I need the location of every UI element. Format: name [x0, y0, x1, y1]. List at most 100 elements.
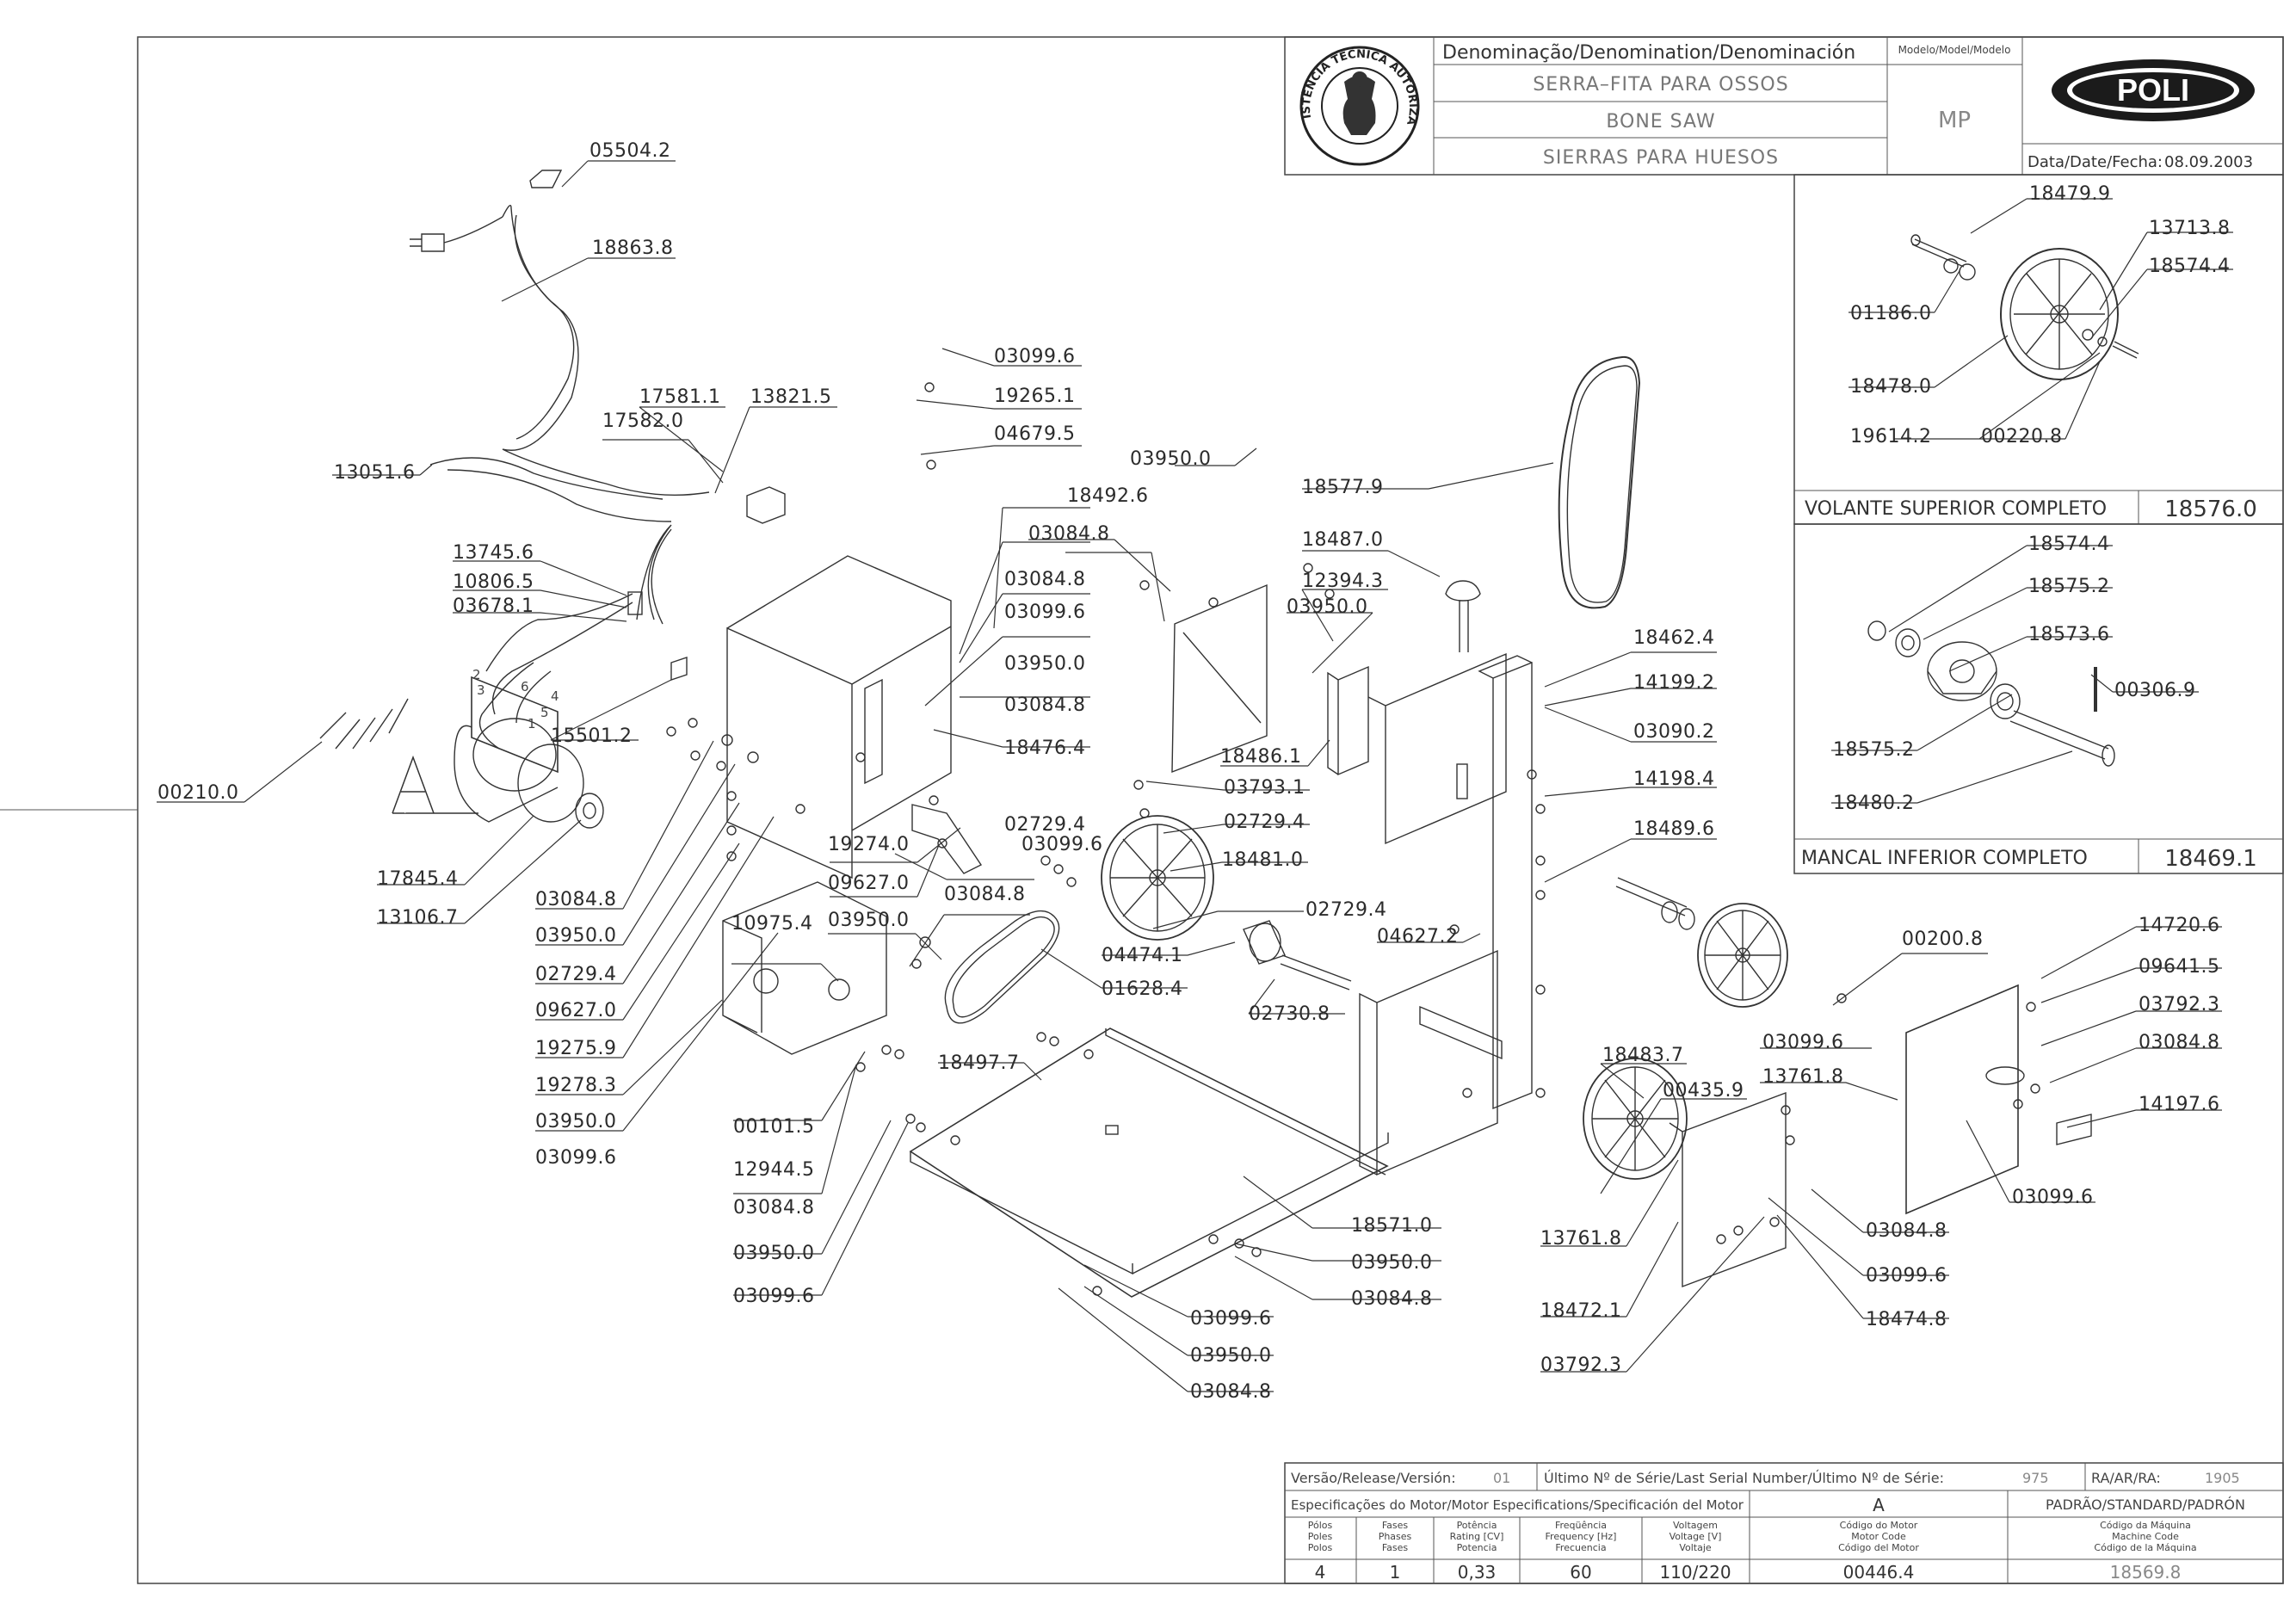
part-label: 19265.1: [994, 386, 1075, 407]
part-label: 03084.8: [944, 884, 1025, 905]
part-label: 18573.6: [2028, 624, 2109, 645]
part-label: 03084.8: [1004, 694, 1085, 716]
part-label: 03950.0: [828, 910, 909, 931]
part-label: 05504.2: [589, 140, 670, 162]
part-label: 00210.0: [157, 782, 238, 804]
part-label: 17582.0: [602, 410, 683, 432]
part-label: 03084.8: [1190, 1381, 1271, 1403]
part-label: 04679.5: [994, 423, 1075, 445]
col-voltage-h2: Voltage [V]: [1670, 1531, 1722, 1542]
motor-marker: A: [404, 812, 406, 814]
part-label: 13051.6: [334, 462, 415, 484]
part-label: 03950.0: [535, 1111, 616, 1132]
parts-drawing: [319, 170, 2092, 1298]
part-label: 13745.6: [453, 542, 534, 564]
part-label: 18863.8: [592, 238, 673, 259]
inset-title-lower: MANCAL INFERIOR COMPLETO: [1801, 848, 2088, 869]
name-en: BONE SAW: [1606, 111, 1715, 133]
part-label: 19278.3: [535, 1075, 616, 1096]
part-label: 14197.6: [2139, 1094, 2219, 1115]
part-label: 01628.4: [1102, 978, 1182, 1000]
col-machine-code-h3: Código de la Máquina: [2094, 1542, 2196, 1553]
motor-spec-label: Especificações do Motor/Motor Especifica…: [1291, 1497, 1744, 1513]
col-motor-code-h2: Motor Code: [1851, 1531, 1906, 1542]
plug-icon: [410, 216, 503, 252]
part-label: 09627.0: [535, 1000, 616, 1021]
col-rating-value: 0,33: [1458, 1562, 1497, 1583]
part-label: 13821.5: [750, 386, 831, 408]
motor: [454, 676, 604, 829]
saw-blade: [1558, 355, 1641, 609]
part-label: 18479.9: [2029, 183, 2110, 205]
part-label: 18497.7: [938, 1052, 1019, 1074]
version-label: Versão/Release/Versión:: [1291, 1470, 1456, 1486]
part-label: 03950.0: [1351, 1252, 1432, 1274]
ra-value: 1905: [2205, 1470, 2240, 1486]
part-label: 19274.0: [828, 834, 909, 855]
motor-spec-columns: Pólos Poles Polos 4 Fases Phases Fases 1…: [1308, 1520, 2197, 1583]
part-label: 02729.4: [535, 964, 616, 985]
col-rating-h3: Potencia: [1457, 1542, 1497, 1553]
part-label: 02729.4: [1004, 814, 1085, 836]
part-label: 03090.2: [1633, 721, 1714, 743]
part-label: 03099.6: [1190, 1308, 1271, 1330]
model-label: Modelo/Model/Modelo: [1898, 44, 2011, 56]
wire-number-6: 6: [521, 679, 529, 694]
part-label: 03792.3: [1540, 1355, 1621, 1376]
part-label: 03084.8: [1004, 569, 1085, 590]
part-label: 18476.4: [1004, 737, 1085, 759]
part-label: 19614.2: [1850, 426, 1931, 447]
name-pt: SERRA–FITA PARA OSSOS: [1533, 74, 1788, 96]
part-label: 02729.4: [1224, 812, 1305, 833]
inset-upper-wheel: VOLANTE SUPERIOR COMPLETO 18576.0: [1793, 174, 2284, 525]
inset-code-lower: 18469.1: [2164, 846, 2257, 872]
col-rating-h1: Potência: [1457, 1520, 1497, 1531]
service-stamp: ASSISTÊNCIA TÉCNICA AUTORIZADA: [0, 0, 1420, 166]
part-label: 18483.7: [1602, 1045, 1683, 1066]
col-machine-code-h1: Código da Máquina: [2100, 1520, 2191, 1531]
part-label: 00435.9: [1663, 1080, 1744, 1102]
part-label: 18577.9: [1302, 477, 1383, 498]
part-number-labels: 05504.2 18863.8 13051.6 17581.1 17582.0 …: [157, 140, 2230, 1403]
part-label: 18571.0: [1351, 1215, 1432, 1237]
part-label: 18474.8: [1866, 1309, 1947, 1330]
part-label: 13713.8: [2149, 218, 2230, 239]
serial-label: Último Nº de Série/Last Serial Number/Úl…: [1544, 1470, 1944, 1486]
inset-title-upper: VOLANTE SUPERIOR COMPLETO: [1805, 498, 2107, 520]
part-label: 03099.6: [1004, 602, 1085, 623]
part-label: 03099.6: [733, 1286, 814, 1307]
col-frequency-h2: Frequency [Hz]: [1546, 1531, 1617, 1542]
col-voltage-h1: Voltagem: [1673, 1520, 1718, 1531]
part-label: 18462.4: [1633, 627, 1714, 649]
part-label: 18487.0: [1302, 529, 1383, 551]
part-label: 18492.6: [1067, 485, 1148, 507]
part-label: 03950.0: [1287, 596, 1367, 618]
part-label: 03792.3: [2139, 994, 2219, 1015]
col-voltage-value: 110/220: [1659, 1562, 1731, 1583]
col-motor-code-h3: Código del Motor: [1838, 1542, 1919, 1553]
wire-number-3: 3: [477, 682, 485, 698]
part-label: 03793.1: [1224, 777, 1305, 799]
part-label: 14198.4: [1633, 768, 1714, 790]
inset-lower-bearing: MANCAL INFERIOR COMPLETO 18469.1: [1793, 523, 2284, 874]
part-label: 01186.0: [1850, 303, 1931, 324]
part-label: 18575.2: [2028, 576, 2109, 597]
part-label: 03678.1: [453, 596, 534, 617]
part-label: 03950.0: [733, 1243, 814, 1264]
part-label: 03099.6: [2012, 1187, 2093, 1208]
col-machine-code-value: 18569.8: [2110, 1562, 2182, 1583]
date-label: Data/Date/Fecha:: [2028, 153, 2163, 171]
part-label: 18489.6: [1633, 818, 1714, 840]
leader-lines: [157, 160, 2233, 1392]
part-label: 18481.0: [1222, 849, 1303, 871]
part-label: 03084.8: [2139, 1032, 2219, 1053]
col-phases-h2: Phases: [1379, 1531, 1412, 1542]
wire-numbers: 1 2 3 4 5 6: [472, 667, 559, 731]
brand-name: POLI: [2117, 72, 2189, 108]
part-label: 18575.2: [1833, 739, 1914, 761]
col-poles-value: 4: [1315, 1562, 1326, 1583]
part-label: 03084.8: [535, 889, 616, 910]
motor-letter: A: [1873, 1495, 1885, 1515]
col-voltage-h3: Voltaje: [1679, 1542, 1712, 1553]
